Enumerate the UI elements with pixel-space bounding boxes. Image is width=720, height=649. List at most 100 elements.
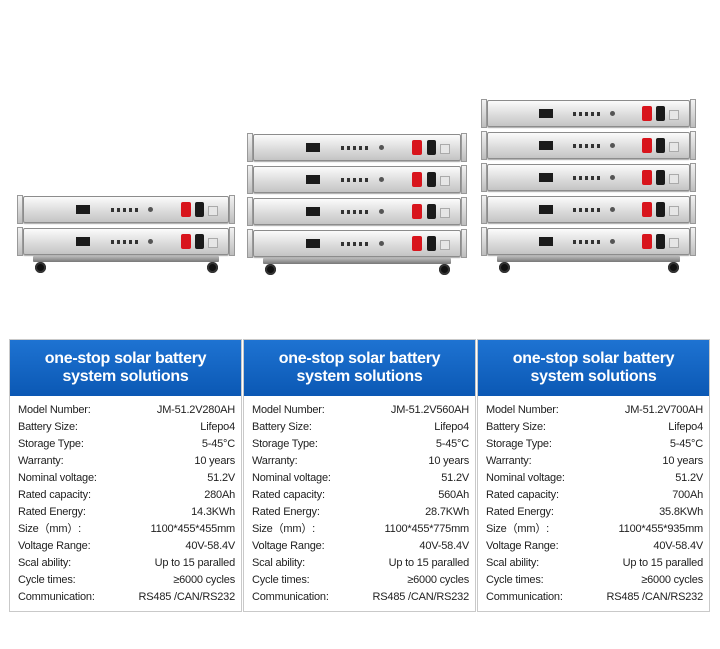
caster-wheel-icon: [439, 264, 450, 275]
spec-row: Communication:RS485 /CAN/RS232: [18, 589, 235, 606]
control-buttons: [573, 176, 603, 180]
spec-label: Warranty:: [252, 455, 298, 467]
spec-card-280ah: one-stop solar battery system solutions …: [9, 339, 242, 612]
spec-value: RS485 /CAN/RS232: [606, 591, 704, 603]
spec-value: 5-45°C: [435, 438, 469, 450]
negative-terminal: [195, 202, 204, 217]
mount-ear: [229, 195, 235, 224]
spec-label: Nominal voltage:: [18, 472, 97, 484]
positive-terminal: [412, 204, 422, 219]
caster-wheel-icon: [265, 264, 276, 275]
label-plate: [669, 174, 679, 184]
battery-module: [17, 227, 235, 256]
lcd-display: [539, 173, 553, 182]
control-buttons: [341, 178, 371, 182]
power-switch: [610, 111, 615, 116]
power-switch: [379, 209, 384, 214]
spec-label: Warranty:: [18, 455, 64, 467]
spec-row: Scal ability: Up to 15 paralled: [486, 555, 703, 572]
spec-label: Rated capacity:: [18, 489, 91, 501]
spec-row: Cycle times:≥6000 cycles: [18, 572, 235, 589]
power-switch: [379, 241, 384, 246]
spec-label: Size（mm）:: [18, 523, 81, 535]
positive-terminal: [642, 106, 652, 121]
spec-label: Size（mm）:: [486, 523, 549, 535]
spec-value: Lifepo4: [668, 421, 703, 433]
spec-label: Rated capacity:: [252, 489, 325, 501]
spec-value: 5-45°C: [201, 438, 235, 450]
negative-terminal: [427, 140, 436, 155]
spec-value: 10 years: [662, 455, 703, 467]
lcd-display: [306, 239, 320, 248]
card-heading: one-stop solar battery system solutions: [10, 340, 241, 396]
label-plate: [669, 238, 679, 248]
spec-value: 10 years: [194, 455, 235, 467]
spec-value: JM-51.2V280AH: [156, 404, 235, 416]
spec-row: Battery Size:Lifepo4: [252, 419, 469, 436]
lcd-display: [539, 205, 553, 214]
power-switch: [610, 239, 615, 244]
spec-label: Nominal voltage:: [252, 472, 331, 484]
spec-row: Cycle times:≥6000 cycles: [252, 572, 469, 589]
lcd-display: [76, 205, 90, 214]
spec-row: Scal ability:Up to 15 paralled: [18, 555, 235, 572]
lcd-display: [539, 237, 553, 246]
spec-value: 5-45°C: [669, 438, 703, 450]
spec-row: Voltage Range:40V-58.4V: [252, 538, 469, 555]
card-heading-line1: one-stop solar battery: [278, 350, 441, 367]
spec-card-560ah: one-stop solar battery system solutions …: [243, 339, 476, 612]
spec-label: Voltage Range:: [18, 540, 91, 552]
control-buttons: [341, 146, 371, 150]
card-heading-line2: system solutions: [530, 368, 657, 385]
spec-label: Battery Size:: [486, 421, 546, 433]
spec-value: ≥6000 cycles: [641, 574, 703, 586]
control-buttons: [111, 240, 141, 244]
positive-terminal: [642, 202, 652, 217]
power-switch: [610, 207, 615, 212]
spec-row: Size（mm）: 1100*455*775mm: [252, 521, 469, 538]
spec-value: Lifepo4: [200, 421, 235, 433]
power-switch: [610, 143, 615, 148]
spec-label: Communication:: [18, 591, 95, 603]
spec-row: Size（mm）:1100*455*455mm: [18, 521, 235, 538]
positive-terminal: [642, 138, 652, 153]
battery-module: [247, 229, 467, 258]
spec-value: 28.7KWh: [425, 506, 469, 518]
lcd-display: [539, 109, 553, 118]
spec-value: 560Ah: [438, 489, 469, 501]
spec-value: Up to 15 paralled: [622, 557, 704, 569]
spec-value: Up to 15 paralled: [154, 557, 236, 569]
spec-label: Communication:: [252, 591, 329, 603]
mount-ear: [690, 227, 696, 256]
spec-value: 1100*455*935mm: [618, 523, 704, 535]
spec-value: 35.8KWh: [659, 506, 703, 518]
spec-value: 1100*455*775mm: [384, 523, 470, 535]
card-heading-line2: system solutions: [296, 368, 423, 385]
mount-ear: [461, 133, 467, 162]
caster-wheel-icon: [207, 262, 218, 273]
spec-label: Scal ability:: [486, 557, 540, 569]
power-switch: [610, 175, 615, 180]
spec-label: Size（mm）:: [252, 523, 315, 535]
power-switch: [148, 239, 153, 244]
label-plate: [440, 208, 450, 218]
battery-module: [247, 133, 467, 162]
label-plate: [669, 110, 679, 120]
spec-row: Warranty:10 years: [252, 453, 469, 470]
spec-row: Rated Energy: 35.8KWh: [486, 504, 703, 521]
spec-value: JM-51.2V560AH: [390, 404, 469, 416]
spec-label: Rated Energy:: [486, 506, 554, 518]
spec-row: Communication:RS485 /CAN/RS232: [252, 589, 469, 606]
negative-terminal: [427, 172, 436, 187]
mount-ear: [481, 227, 487, 256]
spec-row: Cycle times:≥6000 cycles: [486, 572, 703, 589]
positive-terminal: [412, 172, 422, 187]
spec-label: Nominal voltage:: [486, 472, 565, 484]
spec-row: Nominal voltage:51.2V: [486, 470, 703, 487]
control-buttons: [111, 208, 141, 212]
spec-value: Lifepo4: [434, 421, 469, 433]
label-plate: [208, 206, 218, 216]
